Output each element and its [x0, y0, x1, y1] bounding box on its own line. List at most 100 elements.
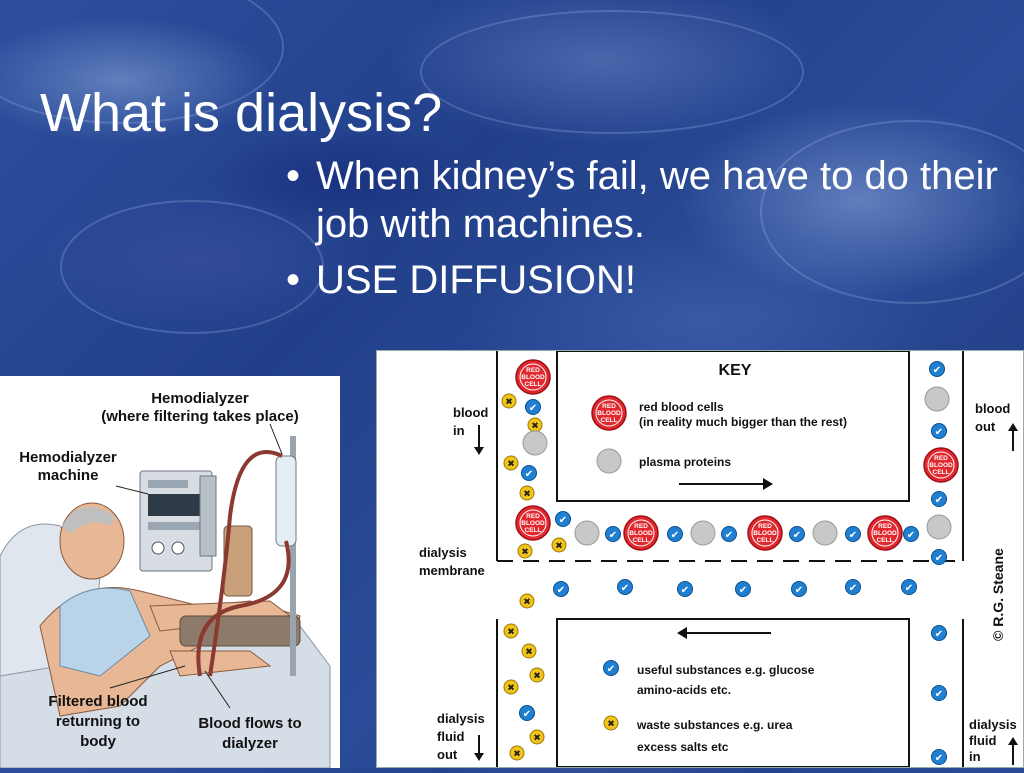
- hemodialyzer-label: Hemodialyzer: [151, 390, 249, 407]
- dialysis-diffusion-diagram: KEY red blood cells (in reality much big…: [376, 350, 1024, 768]
- useful-substance: [931, 549, 947, 565]
- waste-substance: [519, 593, 535, 609]
- check-icon: ✔: [933, 365, 941, 376]
- check-icon: ✔: [739, 585, 747, 596]
- hemodialysis-drawing: Hemodialyzer (where filtering takes plac…: [0, 390, 331, 769]
- bullet-list: • When kidney’s fail, we have to do thei…: [282, 152, 1002, 312]
- check-icon: ✔: [671, 530, 679, 541]
- cross-icon: ✖: [525, 647, 533, 657]
- blood-out-arrowhead: [1008, 423, 1018, 431]
- red-blood-cell-shape: [747, 515, 783, 551]
- plasma-protein: [690, 520, 716, 546]
- bullet-dot: •: [286, 154, 301, 198]
- check-icon: ✔: [905, 583, 913, 594]
- fluid-out-arrowhead: [474, 753, 484, 761]
- fluid-out-label: dialysis: [437, 711, 485, 726]
- key-waste-label: waste substances e.g. urea: [636, 718, 793, 732]
- plasma-protein: [926, 514, 952, 540]
- waste-substance: [503, 455, 519, 471]
- plasma-protein: [596, 448, 622, 474]
- waste-substance: [503, 623, 519, 639]
- check-icon: ✔: [793, 530, 801, 541]
- membrane-sublabel: membrane: [419, 563, 485, 578]
- key-plasma-label: plasma proteins: [639, 455, 731, 469]
- cross-icon: ✖: [533, 671, 541, 681]
- useful-substance: [931, 423, 947, 439]
- bullet-item: • USE DIFFUSION!: [282, 256, 1002, 304]
- cross-icon: ✖: [507, 627, 515, 637]
- red-blood-cell-text: RED: [526, 513, 540, 520]
- cross-icon: ✖: [513, 749, 521, 759]
- machine-dial: [151, 541, 165, 555]
- patient-hair: [62, 507, 115, 534]
- useful-substance: [735, 581, 751, 597]
- cross-icon: ✖: [521, 547, 529, 557]
- check-icon: ✔: [849, 530, 857, 541]
- cross-icon: ✖: [507, 459, 515, 469]
- fluid-in-label: fluid: [969, 733, 996, 748]
- useful-substance: [605, 526, 621, 542]
- check-icon: ✔: [935, 553, 943, 564]
- patient-gown: [59, 587, 151, 677]
- red-blood-cell-text: BLOOD: [873, 530, 897, 537]
- cross-icon: ✖: [533, 733, 541, 743]
- check-icon: ✔: [907, 530, 915, 541]
- plasma-protein: [522, 430, 548, 456]
- fluid-in-label: dialysis: [969, 717, 1017, 732]
- fluid-out-label: out: [437, 747, 458, 762]
- red-blood-cell-ring: [519, 363, 547, 391]
- copyright-label: © R.G. Steane: [990, 548, 1006, 641]
- useful-substance: [521, 465, 537, 481]
- background-swirl: [420, 10, 804, 134]
- useful-substance: [845, 526, 861, 542]
- waste-substance: [517, 543, 533, 559]
- red-blood-cell-text: BLOOD: [929, 462, 953, 469]
- key-useful-note: amino-acids etc.: [637, 683, 731, 697]
- plasma-protein: [812, 520, 838, 546]
- check-icon: ✔: [725, 530, 733, 541]
- fluid-in-label: in: [969, 749, 981, 764]
- iv-pole: [290, 436, 296, 676]
- check-icon: ✔: [529, 403, 537, 414]
- check-icon: ✔: [557, 585, 565, 596]
- useful-substance: [901, 579, 917, 595]
- check-icon: ✔: [525, 469, 533, 480]
- useful-substance: [931, 749, 947, 765]
- red-blood-cell-shape: [867, 515, 903, 551]
- red-blood-cell-ring: [871, 519, 899, 547]
- diffusion-drawing: KEY red blood cells (in reality much big…: [419, 350, 1018, 768]
- useful-substance: [791, 581, 807, 597]
- key-rbc-note: (in reality much bigger than the rest): [639, 415, 847, 429]
- key-waste-note: excess salts etc: [637, 740, 729, 754]
- blood-tube: [208, 450, 283, 677]
- cross-icon: ✖: [607, 719, 615, 729]
- plasma-protein: [574, 520, 600, 546]
- machine-display: [148, 480, 188, 488]
- red-blood-cell-text: CELL: [601, 417, 618, 424]
- cross-icon: ✖: [531, 421, 539, 431]
- patient-hand: [169, 650, 272, 677]
- useful-substance: [525, 399, 541, 415]
- red-blood-cell-text: BLOOD: [521, 520, 545, 527]
- waste-substance: [519, 485, 535, 501]
- machine-panel: [148, 522, 204, 530]
- machine-sublabel: machine: [38, 467, 99, 484]
- red-blood-cell-shape: [515, 359, 551, 395]
- leader-line: [109, 665, 186, 689]
- blood-in-sublabel: in: [453, 423, 465, 438]
- waste-substance: [603, 715, 619, 731]
- useful-substance: [845, 579, 861, 595]
- leader-line: [204, 670, 231, 709]
- machine-dial: [171, 541, 185, 555]
- red-blood-cell-shape: [923, 447, 959, 483]
- particle-layer: REDBLOODCELL✔✖REDBLOODCELL✖✔✖✖✔✖REDBLOOD…: [501, 359, 959, 765]
- red-blood-cell-ring: [927, 451, 955, 479]
- hemodialyzer-cylinder: [275, 455, 297, 547]
- waste-substance: [501, 393, 517, 409]
- red-blood-cell-ring: [627, 519, 655, 547]
- hemodialyzer-sublabel: (where filtering takes place): [101, 408, 299, 425]
- red-blood-cell-ring: [751, 519, 779, 547]
